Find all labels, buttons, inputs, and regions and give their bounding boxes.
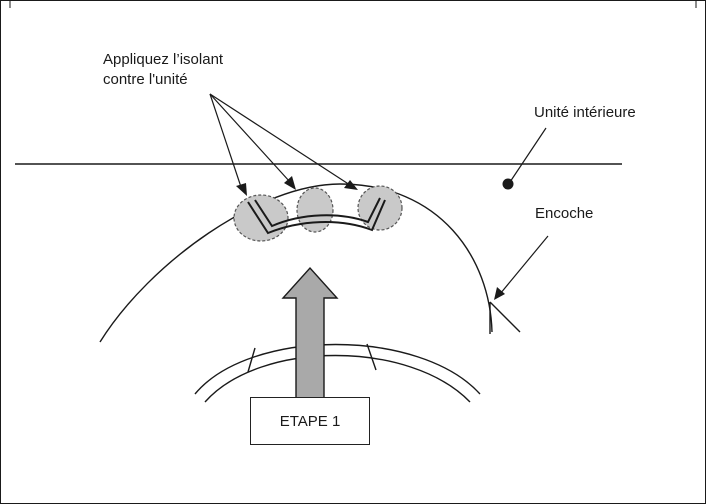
notch-mark [489, 301, 521, 334]
notch-pointer-line [499, 235, 549, 295]
callout-arrowhead-right [344, 180, 358, 190]
callout-line-center [209, 93, 291, 183]
notch-pointer-arrowhead [494, 287, 505, 300]
apply-insulation-label-line1: Appliquez l’isolant [103, 51, 224, 68]
pipe-arc-outer [194, 343, 481, 395]
callout-arrowhead-left [236, 183, 247, 196]
insulation-patch-left [233, 194, 289, 242]
unit-opening-arc [99, 183, 493, 343]
pipe-bracket-right [366, 343, 377, 371]
callout-arrowhead-center [284, 176, 296, 190]
apply-insulation-label: Appliquez l’isolant contre l'unité [103, 50, 313, 90]
indoor-unit-pointer-dot [502, 178, 514, 190]
callout-line-left [209, 93, 243, 191]
mounting-clip [247, 197, 386, 235]
step-direction-arrow [281, 266, 339, 401]
notch-label: Encoche [535, 205, 594, 222]
insulation-patch-center [296, 187, 334, 233]
step-1-box: ETAPE 1 [250, 397, 370, 445]
pipe-arc-inner [204, 354, 471, 403]
indoor-unit-label: Unité intérieure [534, 104, 636, 121]
pipe-bracket-left [247, 347, 256, 373]
indoor-unit-pointer-line [509, 127, 547, 183]
apply-insulation-label-line2: contre l'unité [103, 71, 188, 88]
insulation-patch-right [357, 185, 403, 231]
callout-line-right [209, 93, 351, 186]
